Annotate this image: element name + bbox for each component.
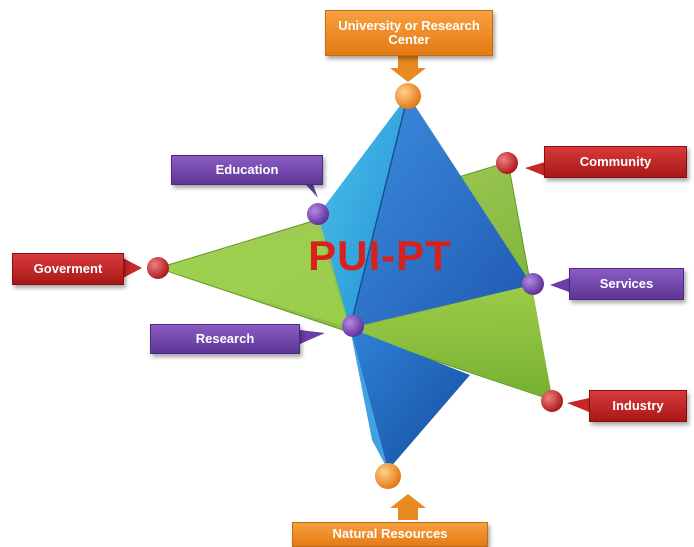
industry-label-text: Industry [612,397,664,413]
education-label: Education [171,155,323,185]
blue-left-face [318,95,408,328]
services-node-ball [522,273,544,295]
bottom-node-ball [375,463,401,489]
government-node-ball [147,257,169,279]
natural-resources-label-text: Natural Resources [332,526,448,542]
arrow-down-icon [390,55,426,82]
community-label-text: Community [579,153,652,169]
center-title: PUI-PT [308,232,452,279]
natural-resources-label: Natural Resources [292,522,488,547]
blue-bottom-face [350,328,470,470]
university-label: University or Research Center [325,10,493,56]
research-node-ball [342,315,364,337]
arrow-up-icon [390,494,426,520]
community-node-ball [496,152,518,174]
community-label: Community [544,146,687,178]
green-front-plane [158,230,350,328]
university-label-text: University or Research Center [338,17,480,47]
industry-label: Industry [589,390,687,422]
education-node-ball [307,203,329,225]
education-label-text: Education [215,161,279,177]
research-label: Research [150,324,300,354]
research-label-text: Research [195,330,255,346]
government-label-text: Goverment [33,260,103,276]
green-lower-plane [348,285,552,400]
blue-right-face [350,95,532,328]
industry-node-ball [541,390,563,412]
top-node-ball [395,83,421,109]
government-label: Goverment [12,253,124,285]
services-label: Services [569,268,684,300]
services-label-text: Services [599,275,654,291]
blue-bottom-left-face [350,328,388,470]
